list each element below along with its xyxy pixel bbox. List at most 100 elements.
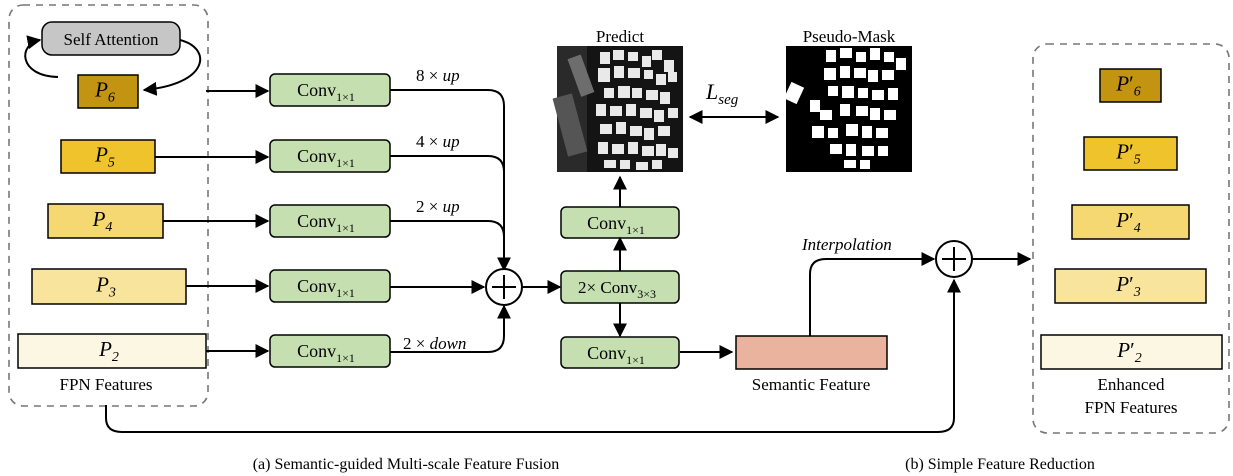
predict-building-4: [642, 56, 651, 67]
enhanced-caption-line2: FPN Features: [1084, 398, 1177, 417]
self-attention-box: [41, 21, 181, 56]
caption-b: (b) Simple Feature Reduction: [905, 456, 1095, 473]
mask-building-10: [868, 70, 878, 82]
enhanced-level-p6: [1099, 68, 1162, 103]
fpn-level-p3-label: P3: [95, 273, 116, 301]
conv1x1-semantic-label: Conv1×1: [587, 343, 645, 367]
mask-building-6: [896, 58, 906, 70]
sum-node: [485, 268, 523, 306]
semantic-feature-box: [735, 335, 888, 370]
mask-building-17: [810, 100, 820, 112]
self-attention-loop-out: [142, 39, 202, 96]
predict-label: Predict: [596, 27, 644, 46]
conv1x1-branch-3-label: Conv1×1: [297, 211, 355, 235]
mask-building-11: [882, 70, 894, 80]
interpolation-label: Interpolation: [801, 235, 892, 254]
caption-a: (a) Semantic-guided Multi-scale Feature …: [253, 456, 560, 473]
predict-building-10: [644, 70, 653, 79]
fpn-to-conv-arrows: [155, 84, 270, 358]
predict-building-27: [644, 128, 654, 140]
self-attention-loop-in: [24, 35, 59, 78]
mask-building-27: [876, 128, 888, 138]
enhanced-level-p3-label: P′3: [1115, 272, 1140, 300]
mask-building-3: [856, 52, 866, 62]
predict-image: [552, 46, 683, 172]
reduction-sum-node: [935, 240, 973, 278]
pseudo-mask-image: [783, 46, 912, 172]
mask-building-29: [846, 144, 856, 156]
predict-building-37: [636, 162, 648, 170]
mask-building-16: [888, 88, 898, 100]
conv1x1-branch-2-label: Conv1×1: [297, 146, 355, 170]
mask-building-20: [856, 106, 868, 116]
predict-building-31: [628, 142, 638, 154]
predict-building-5: [652, 50, 662, 60]
mask-building-14: [858, 88, 868, 98]
predict-building-18: [596, 104, 606, 116]
enhanced-level-p4: [1071, 204, 1190, 240]
predict-building-6: [664, 60, 674, 72]
mask-building-12: [828, 86, 838, 96]
predict-building-20: [626, 104, 636, 116]
mask-building-19: [840, 104, 850, 116]
predict-building-2: [613, 50, 624, 60]
predict-building-11: [656, 74, 666, 85]
predict-building-24: [600, 124, 612, 134]
mask-building-9: [854, 68, 866, 78]
predict-building-7: [598, 68, 610, 82]
scale-label-8up: 8 × up: [416, 66, 460, 85]
middle-vertical-arrows: [613, 175, 734, 359]
conv1x1-branch-5-label: Conv1×1: [297, 341, 355, 365]
scale-label-4up: 4 × up: [416, 132, 460, 151]
predict-building-23: [668, 108, 678, 118]
predict-building-32: [642, 146, 654, 156]
mask-building-2: [840, 48, 852, 58]
mask-building-31: [878, 146, 888, 156]
fpn-level-p5-label: P5: [94, 143, 115, 171]
enhanced-level-p5: [1083, 136, 1178, 171]
predict-building-29: [598, 142, 608, 154]
conv3x3-label: 2× Conv3×3: [578, 278, 656, 301]
mask-building-30: [862, 146, 874, 156]
scale-label-2down: 2 × down: [403, 334, 466, 353]
mask-building-13: [842, 86, 854, 98]
enhanced-level-p4-label: P′4: [1115, 208, 1140, 236]
mask-building-28: [830, 144, 842, 154]
fpn-level-p4-label: P4: [92, 207, 113, 235]
scale-label-2up: 2 × up: [416, 197, 460, 216]
predict-building-3: [628, 52, 638, 61]
predict-building-38: [652, 160, 662, 169]
predict-building-26: [630, 126, 642, 136]
fpn-level-p5: [60, 139, 156, 174]
lseg-label: Lseg: [705, 79, 739, 108]
predict-building-35: [604, 160, 616, 168]
mask-building-26: [862, 126, 872, 138]
mask-building-22: [884, 110, 896, 120]
skip-connection: [105, 278, 961, 433]
predict-building-12: [668, 72, 677, 82]
mask-building-24: [828, 128, 838, 138]
semantic-feature-label: Semantic Feature: [752, 375, 871, 394]
fpn-level-p6-label: P6: [94, 78, 115, 106]
mask-building-18: [820, 110, 832, 120]
fpn-features-caption: FPN Features: [59, 375, 152, 394]
predict-building-1: [600, 52, 610, 64]
predict-building-28: [658, 126, 670, 136]
fpn-features-group: [8, 4, 209, 407]
predict-building-22: [654, 110, 664, 122]
predict-building-8: [614, 66, 624, 78]
pseudo-mask-label: Pseudo-Mask: [803, 27, 896, 46]
conv1x1-branch-1-label: Conv1×1: [297, 80, 355, 104]
mask-building-7: [824, 68, 836, 80]
mask-building-1: [826, 50, 836, 62]
enhanced-level-p6-label: P′6: [1115, 72, 1140, 100]
predict-building-9: [628, 68, 640, 78]
predict-building-17: [660, 92, 670, 104]
fpn-level-p2: [17, 333, 207, 369]
predict-building-15: [632, 88, 642, 98]
predict-building-16: [646, 90, 658, 100]
mask-building-25: [846, 124, 858, 136]
predict-building-19: [610, 106, 622, 116]
fpn-level-p3: [31, 268, 187, 305]
enhanced-caption-line1: Enhanced: [1097, 375, 1165, 394]
